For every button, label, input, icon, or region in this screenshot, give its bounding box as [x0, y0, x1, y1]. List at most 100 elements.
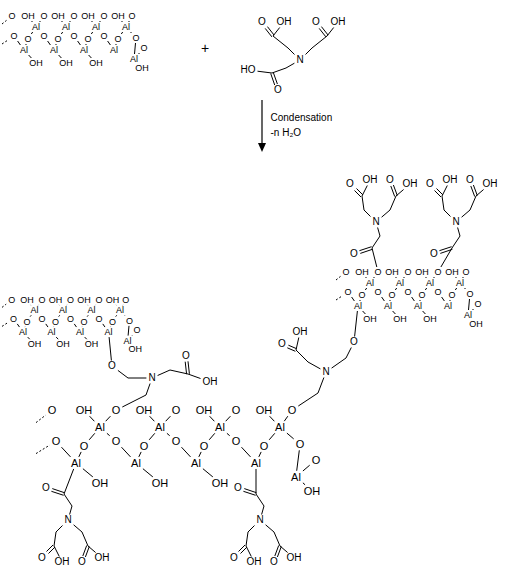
bond-line — [382, 210, 390, 217]
oxygen-atom: OH — [81, 12, 96, 21]
bond-line — [74, 324, 76, 327]
bond-line — [287, 433, 294, 439]
bond-line — [298, 393, 318, 406]
oxygen-atom: OH — [393, 315, 408, 324]
nta-atom: OH — [362, 175, 378, 185]
bond-line — [303, 465, 310, 471]
oxygen-atom: O — [40, 12, 48, 21]
bond-line — [2, 40, 9, 44]
oxygen-atom: OH — [135, 405, 153, 416]
oxygen-atom: O — [171, 405, 181, 416]
oxygen-atom: OH — [84, 340, 99, 349]
aluminium-atom: Al — [104, 328, 113, 337]
oxygen-atom: OH — [59, 59, 74, 68]
nta-atom: OH — [202, 377, 218, 387]
oxygen-atom: OH — [415, 268, 430, 277]
bond-line — [262, 506, 264, 515]
oxygen-atom: O — [67, 295, 75, 304]
oxygen-atom: O — [100, 12, 108, 21]
oxygen-atom: OH — [89, 59, 104, 68]
bond-line — [444, 210, 451, 217]
bond-line — [390, 196, 396, 210]
aluminium-atom: Al — [215, 422, 226, 433]
oxygen-atom: OH — [423, 315, 438, 324]
aluminium-atom: Al — [365, 279, 374, 288]
bond-line — [332, 358, 346, 368]
aluminium-atom: Al — [95, 422, 106, 433]
oxygen-atom: O — [434, 288, 442, 297]
oxygen-atom: OH — [111, 12, 126, 21]
oxygen-atom: O — [344, 288, 352, 297]
bond-line — [266, 525, 274, 532]
bond-line — [88, 546, 96, 553]
aluminium-atom: Al — [395, 279, 404, 288]
nta-atom: OH — [276, 17, 292, 27]
oxygen-atom: O — [100, 32, 108, 41]
bond-line — [270, 416, 275, 421]
bond-line — [18, 41, 21, 45]
aluminium-atom: Al — [47, 328, 56, 337]
oxygen-atom: O — [342, 268, 350, 277]
bond-line — [2, 304, 6, 307]
oxygen-atom: O — [231, 436, 241, 447]
bond-line — [49, 547, 56, 554]
oxygen-atom: O — [133, 326, 141, 335]
aluminium-atom: Al — [19, 328, 28, 337]
nta-atom: O — [274, 85, 283, 95]
oxygen-atom: O — [70, 32, 78, 41]
oxygen-atom: OH — [303, 485, 321, 496]
oxygen-atom: OH — [385, 268, 400, 277]
nta-atom: N — [322, 367, 330, 377]
bond-line — [306, 48, 313, 55]
bond-line — [139, 53, 140, 54]
bond-line — [265, 28, 272, 37]
bond-line — [188, 374, 201, 379]
aluminium-atom: Al — [49, 46, 58, 55]
nta-atom: O — [38, 553, 47, 563]
oxygen-atom: O — [132, 34, 140, 43]
oxygen-atom: O — [128, 12, 136, 21]
aluminium-atom: Al — [191, 457, 202, 468]
bond-line — [442, 196, 444, 210]
nta-atom: OH — [442, 175, 458, 185]
bond-line — [319, 28, 326, 37]
oxygen-atom: O — [122, 295, 130, 304]
bond-line — [46, 324, 48, 327]
bond-line — [269, 433, 275, 440]
bond-line — [287, 348, 295, 352]
bond-line — [396, 190, 404, 197]
bond-line — [391, 186, 395, 197]
nta-atom: N — [452, 217, 460, 227]
bond-line — [308, 362, 320, 369]
bond-line — [469, 299, 470, 310]
aluminium-atom: Al — [115, 306, 124, 315]
oxygen-atom: O — [47, 405, 57, 416]
nta-atom: N — [256, 515, 264, 525]
bond-line — [462, 210, 470, 217]
oxygen-atom: O — [462, 268, 470, 277]
bond-line — [442, 297, 445, 301]
bond-line — [36, 415, 46, 423]
oxygen-atom: OH — [21, 12, 36, 21]
nta-atom: O — [278, 339, 287, 349]
bond-line — [78, 41, 81, 45]
bond-line — [372, 248, 377, 267]
bond-line — [103, 324, 105, 327]
oxygen-atom: O — [140, 44, 148, 53]
bond-line — [79, 452, 81, 457]
bond-line — [435, 191, 442, 198]
bond-line — [296, 338, 299, 351]
bond-line — [106, 416, 111, 421]
nta-atom: OH — [482, 179, 498, 189]
nta-atom: O — [234, 483, 243, 493]
nta-atom: O — [430, 249, 439, 259]
bond-line — [327, 28, 334, 37]
condition-label: Condensation — [270, 113, 333, 123]
aluminium-atom: Al — [109, 46, 118, 55]
bond-line — [355, 191, 362, 198]
bond-line — [297, 450, 300, 471]
bond-line — [2, 20, 7, 24]
bond-line — [336, 296, 343, 300]
bond-line — [452, 236, 460, 248]
bond-line — [274, 532, 280, 546]
